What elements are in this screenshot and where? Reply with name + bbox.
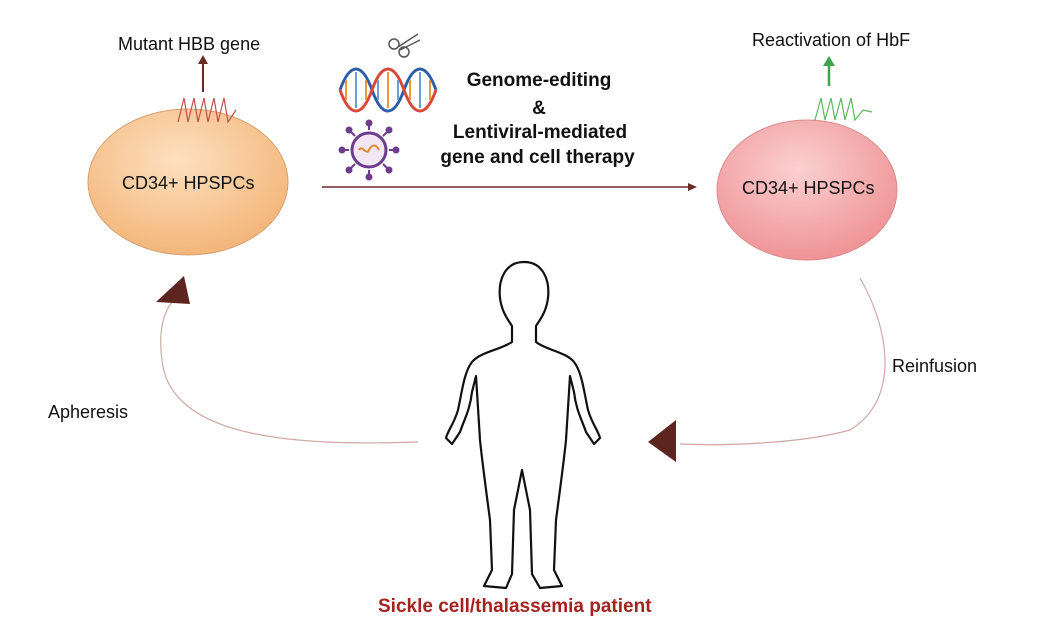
mutant-gene-label: Mutant HBB gene (118, 34, 261, 54)
therapy-line-4: gene and cell therapy (440, 147, 635, 168)
reinfusion-path (679, 277, 886, 446)
hbf-arrowhead (823, 56, 835, 66)
reinfusion-arrowhead (648, 420, 676, 462)
hbf-label: Reactivation of HbF (752, 30, 910, 51)
patient-label: Sickle cell/thalassemia patient (378, 596, 652, 617)
hbf-label-text: Reactivation of HbF (752, 30, 911, 50)
therapy-arrowhead (688, 183, 697, 191)
mutant-gene-arrowhead (198, 55, 208, 64)
left-cell-label: CD34+ HPSPCs (122, 173, 255, 193)
apheresis-label: Apheresis (48, 402, 129, 422)
therapy-line-2: & (532, 98, 546, 119)
hbf-gene-icon (814, 97, 873, 122)
right-cell (716, 119, 898, 261)
dna-icon (338, 67, 438, 113)
apheresis-arrowhead (156, 276, 190, 304)
right-cell-label: CD34+ HPSPCs (742, 178, 875, 198)
mutant-gene-icon (177, 97, 237, 124)
reinfusion-label: Reinfusion (892, 356, 978, 376)
human-outline-icon (444, 260, 602, 590)
apheresis-path (160, 301, 419, 444)
therapy-line-1: Genome-editing (466, 70, 612, 91)
left-cell (87, 108, 289, 256)
scissors-icon (388, 33, 421, 58)
virus-icon (338, 119, 400, 181)
therapy-line-3: Lentiviral-mediated (452, 122, 628, 143)
